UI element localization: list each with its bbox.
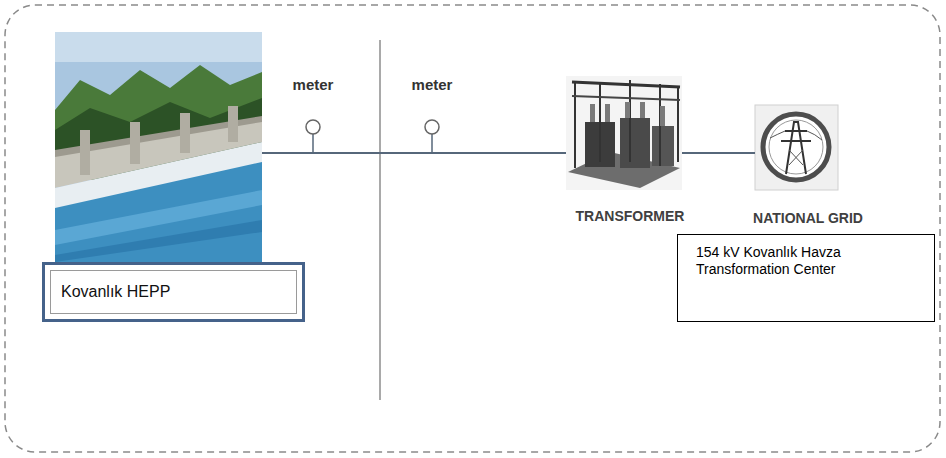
dam-photo [180,113,190,153]
transformer-illustration [652,126,674,166]
meter-symbol [306,120,320,134]
meter-symbol [431,134,433,153]
plant-unit: Kovanlık HEPP [42,32,305,322]
transformer-illustration [572,96,680,100]
transformer-illustration [605,104,610,122]
grid-unit: NATIONAL GRID [738,100,878,226]
transformer-illustration [566,76,682,190]
national-grid-icon [785,130,807,132]
dam-photo [130,122,140,164]
label-frame: Kovanlık HEPP [42,262,305,322]
national-grid-icon [807,131,822,140]
component-label: NATIONAL GRID [738,210,878,226]
meter-label: meter [397,76,467,93]
transformer-illustration [590,104,595,122]
dam-photo [228,106,238,142]
dam-photo [55,190,262,245]
boundary-line [379,40,381,400]
national-grid-icon [781,140,811,142]
meter-symbol [425,120,439,134]
national-grid-icon [763,114,829,180]
meter-symbol [425,120,439,153]
caption-slot: TRANSFORMER [555,208,705,224]
transformer-illustration [629,80,631,162]
caption-slot: NATIONAL GRID [738,210,878,226]
dam-photo [55,32,262,262]
transformer-illustration [599,82,601,162]
dam-photo [80,130,90,175]
transformer-unit: TRANSFORMER [555,72,705,224]
national-grid-icon [769,120,823,174]
dam-photo [55,32,262,262]
dam-photo [55,220,262,262]
dam-photo [55,162,262,262]
dashed-boundary [5,5,940,452]
power-line [682,152,755,154]
meter-label: meter [278,76,348,93]
plant-name: Kovanlık HEPP [61,283,170,301]
meter-symbol [306,120,320,153]
national-grid-icon [789,150,803,165]
national-grid-icon [786,122,806,174]
transformer-illustration [640,102,645,118]
national-grid-icon [755,105,838,190]
transformer-illustration [572,82,680,87]
national-grid-icon [755,105,838,190]
meter-symbol [312,134,314,153]
national-grid-icon [770,131,785,138]
transformer-illustration [566,76,682,190]
transformer-illustration [620,118,650,168]
dam-photo [55,32,262,62]
component-label: TRANSFORMER [555,208,705,224]
power-line [262,152,566,154]
substation-box: 154 kV Kovanlık Havza Transformation Cen… [677,234,935,322]
transformer-illustration [625,102,630,118]
transformer-illustration [574,82,576,168]
transformer-illustration [660,106,665,126]
national-grid-icon [789,150,803,165]
transformer-illustration [677,86,679,162]
substation-name: 154 kV Kovanlık Havza Transformation Cen… [696,244,876,278]
